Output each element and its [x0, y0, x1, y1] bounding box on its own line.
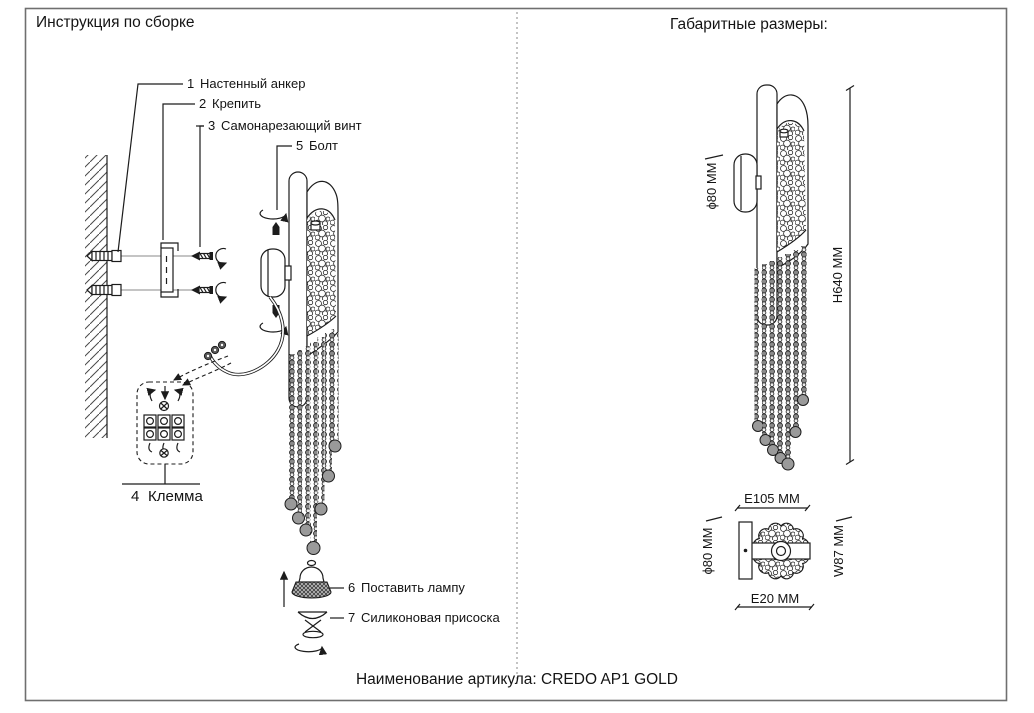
lamp-bulb-icon — [279, 559, 332, 607]
dimension-label: W87 MM — [831, 525, 846, 577]
sconce-shade — [306, 180, 339, 358]
rotation-arrow-icon — [259, 209, 289, 223]
callout-fasten: 2 Крепить — [162, 96, 261, 240]
callout-bolt: 5 Болт — [276, 138, 338, 210]
self-tapping-screw-icon — [191, 251, 213, 261]
callout-number: 1 — [187, 76, 194, 91]
mounting-bracket-icon — [160, 242, 179, 298]
assembly-panel-title: Инструкция по сборке — [36, 14, 195, 31]
dimension-width-w87: W87 MM — [831, 516, 853, 577]
page-frame — [24, 7, 1008, 702]
rotation-arrow-icon — [215, 281, 228, 304]
callout-number: 7 — [348, 610, 355, 625]
dimensions-panel-title: Габаритные размеры: — [670, 16, 828, 33]
canopy-disk — [733, 153, 762, 213]
crystal-strands — [284, 329, 342, 555]
dimension-label: E105 MM — [744, 491, 800, 506]
callout-terminal: 4 Клемма — [122, 464, 203, 505]
callout-number: 6 — [348, 580, 355, 595]
dimension-total-height: H640 MM — [830, 84, 855, 466]
wall-hatch — [85, 155, 108, 438]
article-name: Наименование артикула: CREDO AP1 GOLD — [356, 671, 678, 688]
wall-anchor-icon — [86, 283, 122, 297]
terminal-block-icon — [136, 381, 194, 465]
rotation-arrow-icon — [215, 247, 228, 270]
callout-wall-anchor: 1 Настенный анкер — [117, 76, 305, 253]
wall-anchor-icon — [86, 249, 122, 263]
callout-label: Силиконовая присоска — [361, 610, 500, 625]
dimension-label: E20 MM — [751, 591, 799, 606]
canopy-disk — [260, 248, 292, 298]
callout-number: 2 — [199, 96, 206, 111]
dimension-canopy-diameter-side: ϕ80 MM — [704, 154, 724, 210]
bolt-icon — [272, 222, 280, 235]
callout-label: Самонарезающий винт — [221, 118, 362, 133]
callout-number: 3 — [208, 118, 215, 133]
assembly-diagram: 1 Настенный анкер 2 Крепить 3 Самонареза… — [85, 76, 500, 656]
callout-number: 5 — [296, 138, 303, 153]
self-tapping-screw-icon — [191, 285, 213, 295]
suction-cup-icon — [294, 611, 328, 656]
crystal-strands — [752, 246, 809, 471]
sconce-top-view — [738, 521, 811, 580]
callout-self-tapping-screw: 3 Самонарезающий винт — [196, 118, 362, 247]
dimension-label: H640 MM — [830, 247, 845, 303]
dimension-offset-e20: E20 MM — [734, 591, 815, 611]
dimension-canopy-diameter-top: ϕ80 MM — [700, 516, 723, 575]
callout-label: Болт — [309, 138, 338, 153]
callout-suction-cup: 7 Силиконовая присоска — [330, 610, 500, 625]
callout-label: Настенный анкер — [200, 76, 305, 91]
sconce-shade — [776, 94, 809, 269]
callout-label: Поставить лампу — [361, 580, 465, 595]
dimension-projection-e105: E105 MM — [734, 491, 811, 512]
dimension-label: ϕ80 MM — [700, 527, 715, 574]
callout-label: Клемма — [148, 488, 203, 505]
dimension-label: ϕ80 MM — [704, 162, 719, 209]
rotation-arrow-icon — [294, 643, 328, 656]
callout-number: 4 — [131, 488, 139, 505]
callout-label: Крепить — [212, 96, 261, 111]
power-cord — [173, 295, 285, 386]
callout-insert-lamp: 6 Поставить лампу — [330, 580, 465, 595]
dimensions-diagram: ϕ80 MM H640 MM E105 MM ϕ80 MM — [700, 84, 855, 611]
